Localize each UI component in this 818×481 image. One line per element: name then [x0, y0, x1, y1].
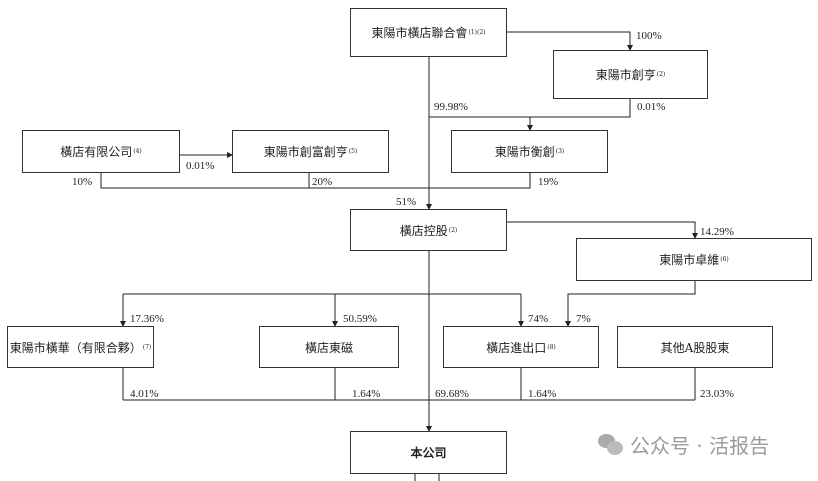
- node-label: 東陽市創亨: [595, 68, 656, 82]
- node-note: (1)(2): [468, 29, 486, 36]
- node-lianhehui: 東陽市橫店聯合會(1)(2): [350, 8, 507, 57]
- line-zhuowei-import: [565, 281, 696, 327]
- pct-label: 23.03%: [700, 388, 734, 400]
- node-hengchuang: 東陽市衡創(3): [451, 130, 608, 173]
- node-company: 本公司: [350, 431, 507, 474]
- node-label: 本公司: [410, 446, 447, 460]
- pct-label: 20%: [312, 176, 333, 188]
- pct-label: 50.59%: [343, 313, 377, 325]
- pct-label: 10%: [72, 176, 93, 188]
- node-note: (6): [720, 256, 729, 263]
- line-chuangheng-down: [429, 99, 631, 118]
- node-label: 橫店東磁: [304, 340, 353, 355]
- node-label: 橫店有限公司: [60, 145, 133, 159]
- node-label: 東陽市橫店聯合會: [371, 26, 468, 40]
- wechat-icon: [598, 433, 624, 456]
- node-label: 東陽市衡創: [494, 145, 555, 159]
- pct-label: 100%: [636, 30, 662, 42]
- line-holders-bus: [100, 173, 531, 189]
- watermark-text: 公众号 · 活报告: [630, 434, 770, 458]
- node-label: 橫店進出口: [486, 340, 547, 355]
- line-lianhehui-chuangheng: [507, 31, 633, 51]
- line-holdings-zhuowei: [507, 221, 698, 239]
- node-note: (8): [547, 343, 556, 351]
- pct-label: 99.98%: [434, 101, 468, 113]
- node-hengdian-co: 橫店有限公司(4): [22, 130, 180, 173]
- node-label: 橫店控股: [399, 223, 448, 238]
- pct-label: 19%: [538, 176, 559, 188]
- pct-label: 0.01%: [637, 101, 666, 113]
- pct-label: 69.68%: [435, 388, 469, 400]
- node-note: (7): [142, 343, 152, 351]
- pct-label: 1.64%: [352, 388, 381, 400]
- node-other-a-shareholders: 其他A股股東: [617, 326, 773, 368]
- node-note: (3): [555, 148, 565, 155]
- pct-label: 14.29%: [700, 226, 734, 238]
- node-note: (2): [656, 71, 666, 78]
- node-note: (4): [133, 148, 142, 155]
- node-chuangfu: 東陽市創富創亨(5): [232, 130, 389, 173]
- node-import-export: 橫店進出口(8): [443, 326, 599, 368]
- pct-label: 74%: [528, 313, 549, 325]
- node-henghua: 東陽市橫華（有限合夥）(7): [7, 326, 154, 368]
- node-label: 東陽市橫華（有限合夥）: [9, 340, 142, 355]
- pct-label: 0.01%: [186, 160, 215, 172]
- pct-label: 51%: [396, 196, 417, 208]
- pct-label: 7%: [576, 313, 591, 325]
- node-zhuowei: 東陽市卓維(6): [576, 238, 812, 281]
- pct-label: 1.64%: [528, 388, 557, 400]
- pct-label: 4.01%: [130, 388, 159, 400]
- node-note: (2): [448, 226, 458, 234]
- pct-label: 17.36%: [130, 313, 164, 325]
- node-label: 其他A股股東: [660, 340, 730, 355]
- node-holdings: 橫店控股(2): [350, 209, 507, 251]
- node-label: 東陽市創富創亨: [263, 145, 348, 159]
- node-label: 東陽市卓維: [659, 253, 720, 267]
- watermark: 公众号 · 活报告: [598, 430, 769, 459]
- node-note: (5): [348, 148, 358, 155]
- node-dmegc: 橫店東磁: [259, 326, 399, 368]
- node-chuangheng: 東陽市創亨(2): [553, 50, 708, 99]
